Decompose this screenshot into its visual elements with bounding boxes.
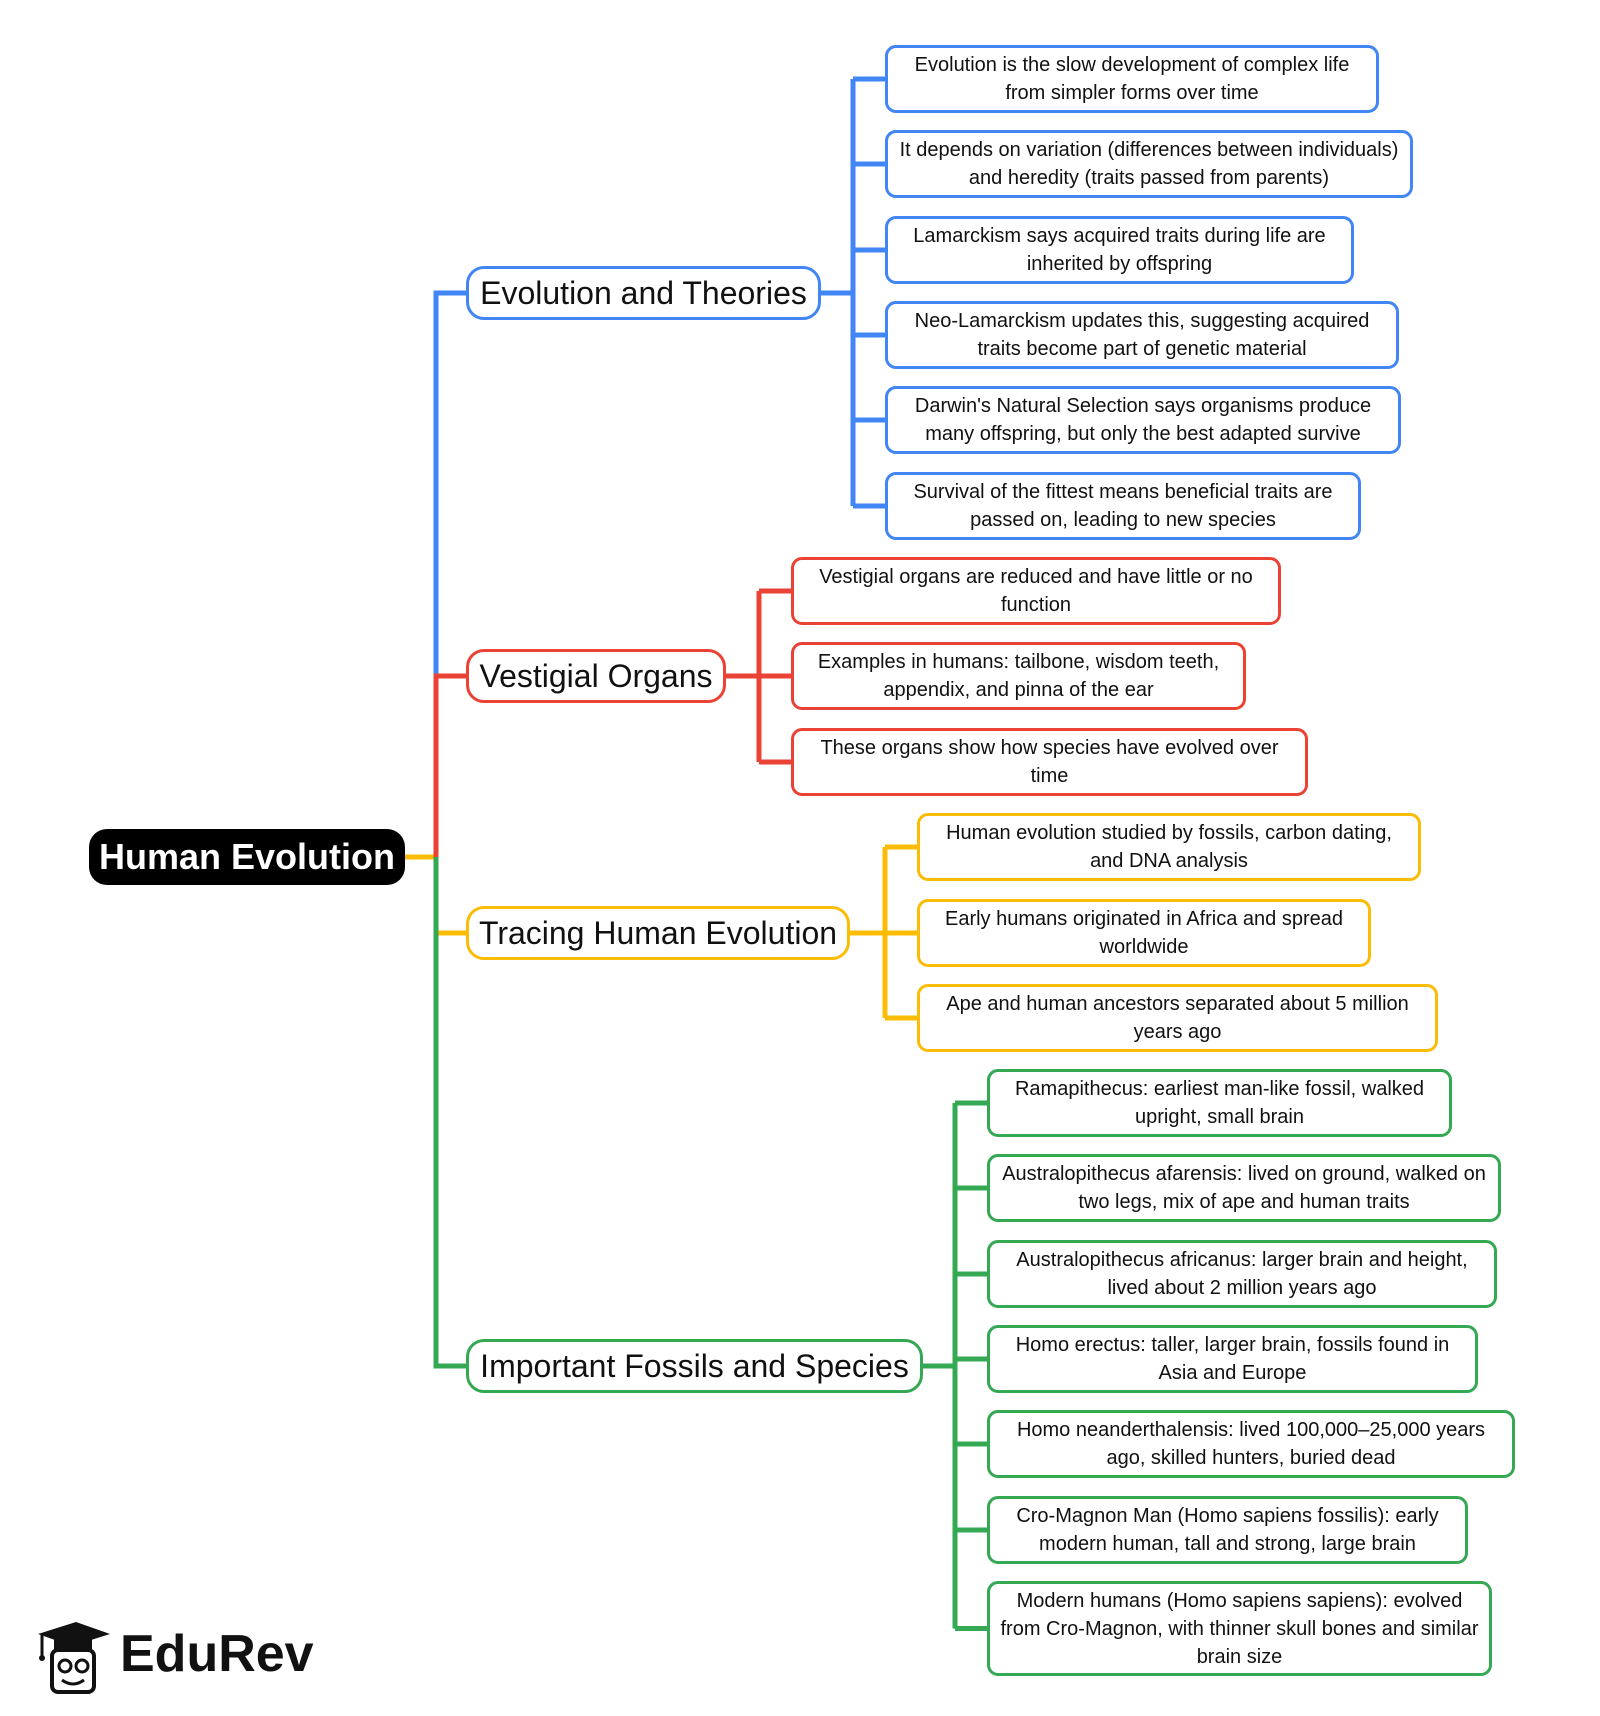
- logo-text: EduRev: [120, 1625, 314, 1683]
- leaf-australopithecus-africanus: Australopithecus africanus: larger brain…: [987, 1240, 1497, 1308]
- leaf-evolution-definition: Evolution is the slow development of com…: [885, 45, 1379, 113]
- leaf-cro-magnon: Cro-Magnon Man (Homo sapiens fossilis): …: [987, 1496, 1468, 1564]
- leaf-homo-erectus: Homo erectus: taller, larger brain, foss…: [987, 1325, 1478, 1393]
- connector-trunk-2: [433, 857, 466, 936]
- root-node: Human Evolution: [89, 829, 405, 885]
- leaf-variation-heredity: It depends on variation (differences bet…: [885, 130, 1413, 198]
- leaf-natural-selection: Darwin's Natural Selection says organism…: [885, 386, 1401, 454]
- leaf-african-origin: Early humans originated in Africa and sp…: [917, 899, 1371, 967]
- branch-tracing-human-evolution: Tracing Human Evolution: [466, 906, 850, 960]
- leaf-vestigial-examples: Examples in humans: tailbone, wisdom tee…: [791, 642, 1246, 710]
- connector-trunk-0: [433, 290, 466, 857]
- connector-trunk-3: [433, 857, 466, 1369]
- leaf-homo-neanderthalensis: Homo neanderthalensis: lived 100,000–25,…: [987, 1410, 1515, 1478]
- edurev-logo: EduRev: [32, 1612, 322, 1698]
- leaf-vestigial-significance: These organs show how species have evolv…: [791, 728, 1308, 796]
- leaf-evolution-study-methods: Human evolution studied by fossils, carb…: [917, 813, 1421, 881]
- branch-important-fossils-and-species: Important Fossils and Species: [466, 1339, 923, 1393]
- leaf-vestigial-definition: Vestigial organs are reduced and have li…: [791, 557, 1281, 625]
- leaf-lamarckism: Lamarckism says acquired traits during l…: [885, 216, 1354, 284]
- leaf-australopithecus-afarensis: Australopithecus afarensis: lived on gro…: [987, 1154, 1501, 1222]
- leaf-neo-lamarckism: Neo-Lamarckism updates this, suggesting …: [885, 301, 1399, 369]
- branch-evolution-and-theories: Evolution and Theories: [466, 266, 821, 320]
- leaf-survival-of-fittest: Survival of the fittest means beneficial…: [885, 472, 1361, 540]
- graduation-cap-icon: [38, 1622, 110, 1694]
- connector-trunk-1: [433, 673, 466, 857]
- branch-vestigial-organs: Vestigial Organs: [466, 649, 726, 703]
- leaf-modern-humans: Modern humans (Homo sapiens sapiens): ev…: [987, 1581, 1492, 1676]
- leaf-ramapithecus: Ramapithecus: earliest man-like fossil, …: [987, 1069, 1452, 1137]
- leaf-ape-human-separation: Ape and human ancestors separated about …: [917, 984, 1438, 1052]
